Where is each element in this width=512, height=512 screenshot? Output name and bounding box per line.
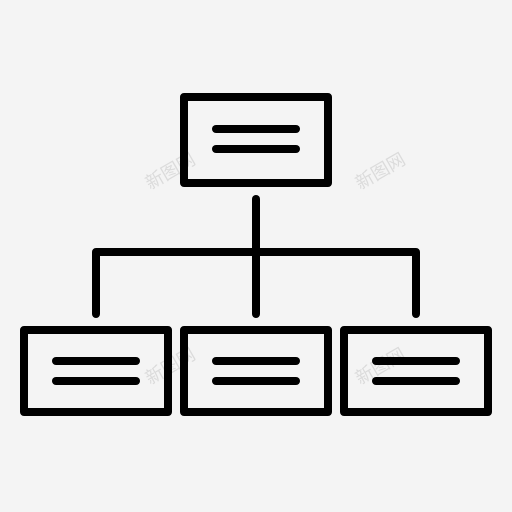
child-node-box bbox=[340, 326, 492, 416]
child-node-box bbox=[20, 326, 172, 416]
child-node-right bbox=[340, 326, 492, 416]
child-node-left bbox=[20, 326, 172, 416]
connectors bbox=[92, 195, 420, 318]
icon-strokes bbox=[20, 93, 492, 416]
child-node-center bbox=[180, 326, 332, 416]
top-node bbox=[180, 93, 332, 187]
branch-line bbox=[92, 248, 420, 318]
top-node-box bbox=[180, 93, 332, 187]
watermark: 新图网 bbox=[142, 149, 199, 194]
child-node-box bbox=[180, 326, 332, 416]
watermark: 新图网 bbox=[352, 149, 409, 194]
